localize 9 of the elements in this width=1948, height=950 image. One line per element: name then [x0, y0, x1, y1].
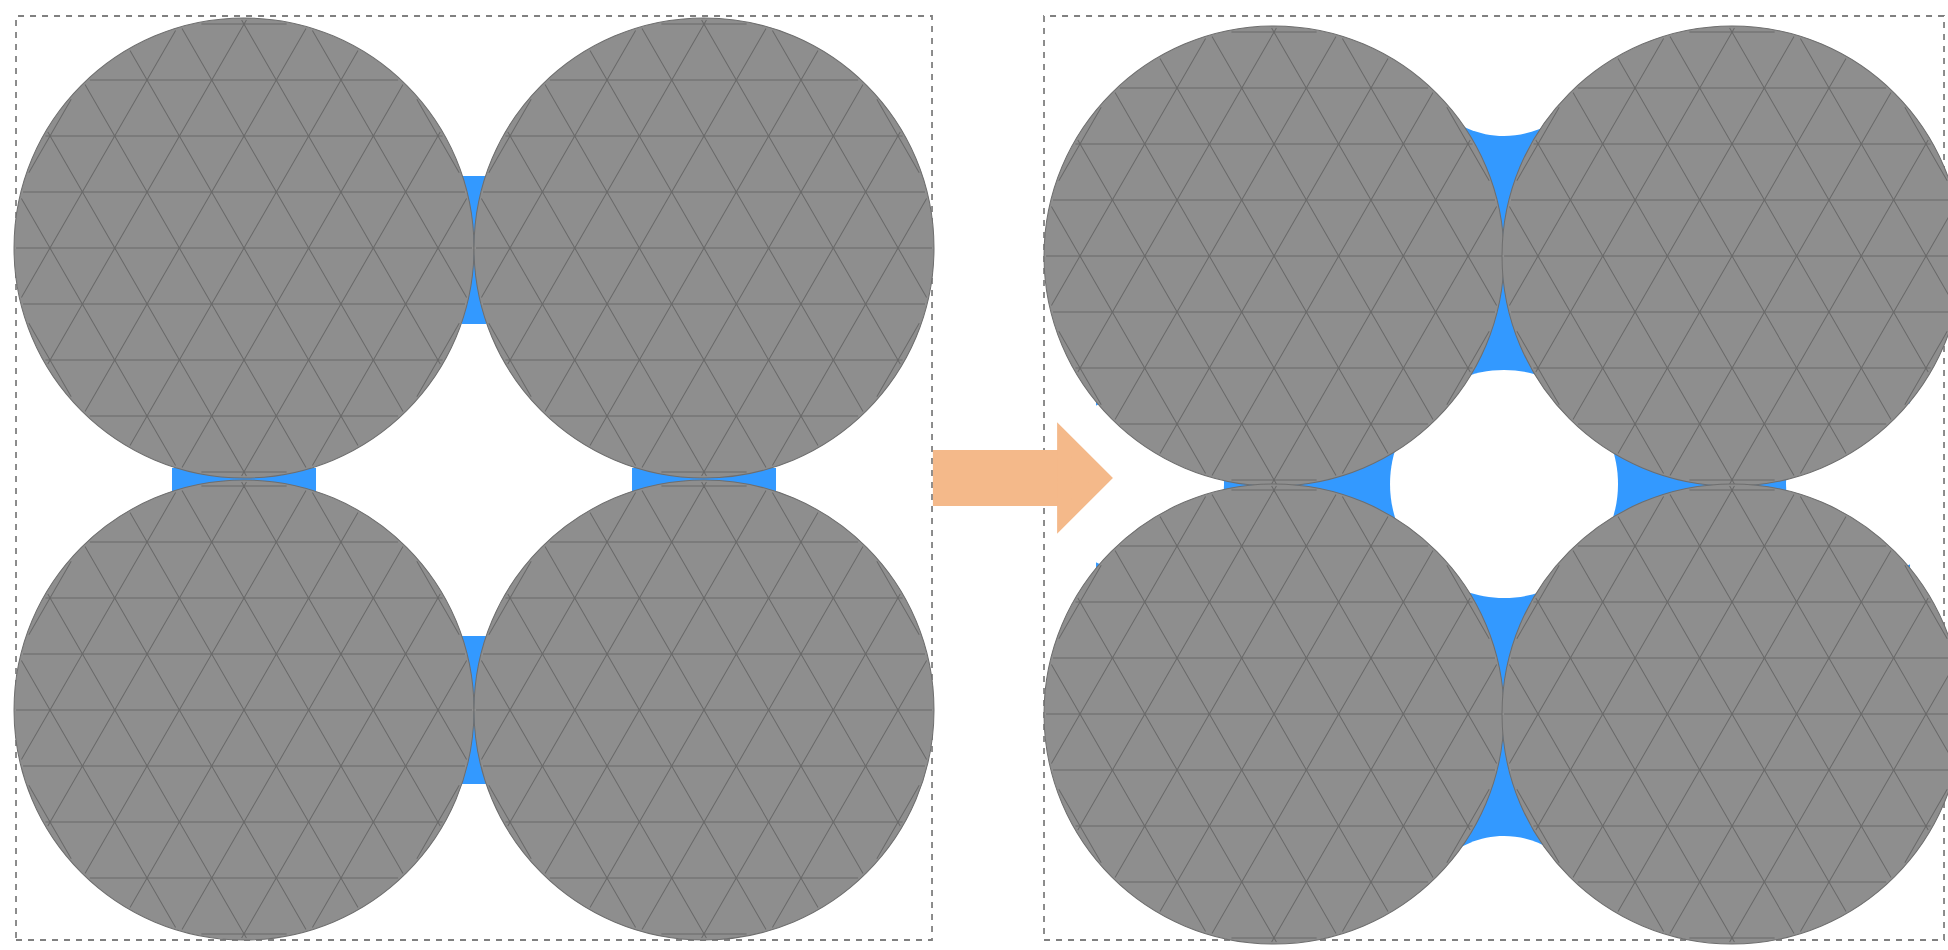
- mesh-circle: [1501, 25, 1948, 487]
- dashed-frame: [15, 15, 933, 941]
- mesh-circle: [13, 17, 475, 479]
- mesh-circle: [473, 479, 935, 941]
- mesh-circle: [1043, 483, 1505, 945]
- mesh-circle: [1501, 483, 1948, 945]
- mesh-circle: [473, 17, 935, 479]
- mesh-circle: [1043, 25, 1505, 487]
- mesh-circle: [13, 479, 475, 941]
